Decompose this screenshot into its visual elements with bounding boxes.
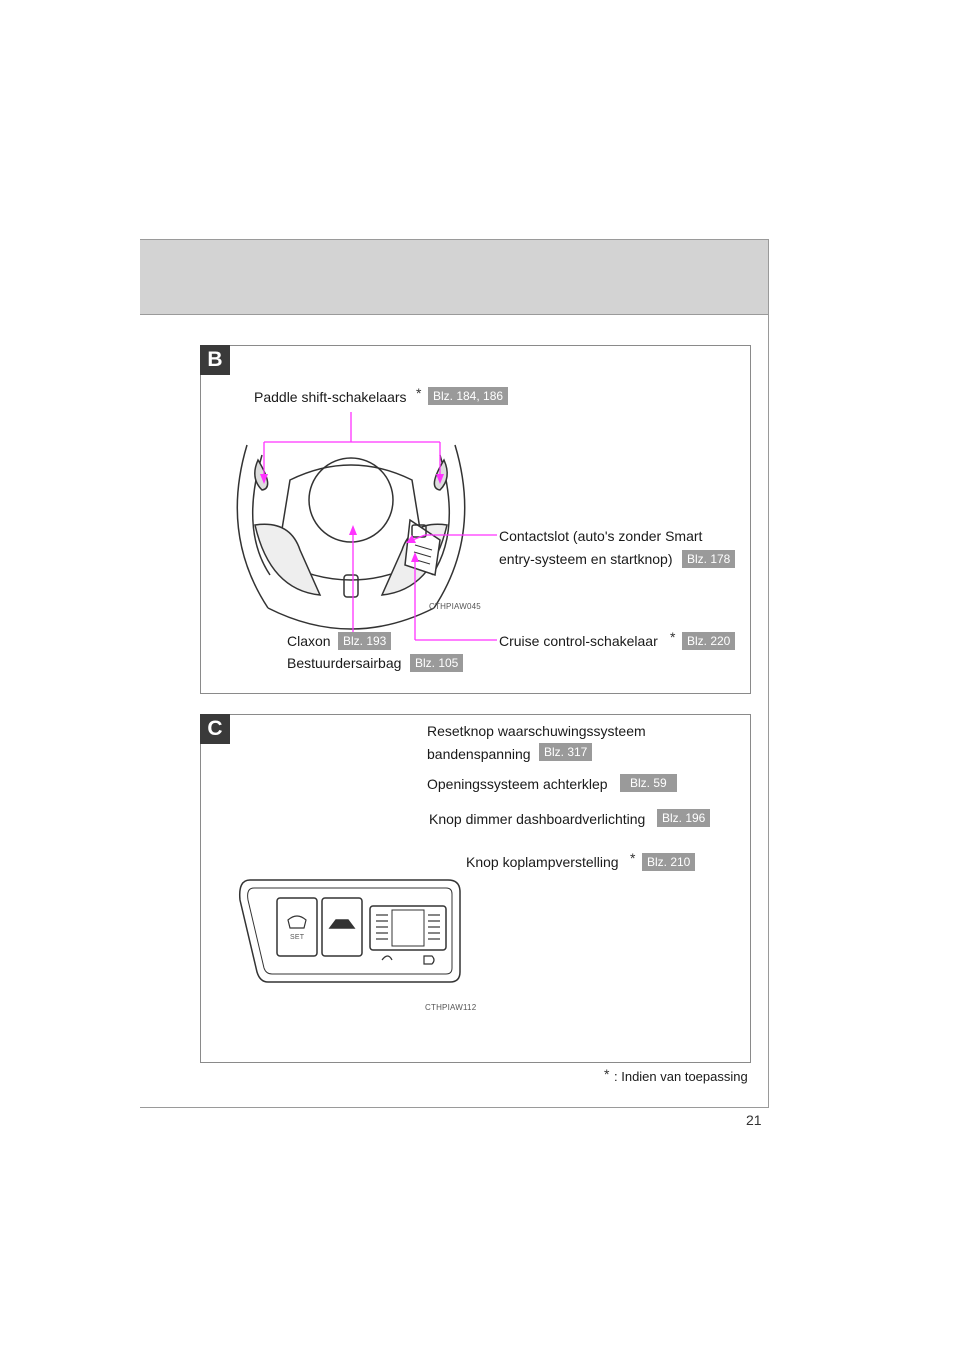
header-band <box>140 239 768 315</box>
page-number: 21 <box>746 1112 762 1128</box>
tpms-reset-label-line1: Resetknop waarschuwingssysteem <box>427 723 646 739</box>
section-b-tab: B <box>200 345 230 375</box>
horn-label: Claxon <box>287 633 331 649</box>
set-button-text: SET <box>290 934 305 941</box>
ignition-label-line2: entry-systeem en startknop) <box>499 551 673 567</box>
airbag-label: Bestuurdersairbag <box>287 655 402 671</box>
figure-code-c: CTHPIAW112 <box>425 1003 477 1012</box>
section-c-tab: C <box>200 714 230 744</box>
trunk-opener-label: Openingssysteem achterklep <box>427 776 608 792</box>
tpms-reset-label-line2: bandenspanning <box>427 746 531 762</box>
cruise-control-page-ref: Blz. 220 <box>682 632 736 650</box>
airbag-page-ref: Blz. 105 <box>410 654 464 672</box>
dimmer-page-ref: Blz. 196 <box>657 809 711 827</box>
footnote-text: : Indien van toepassing <box>614 1069 748 1084</box>
trunk-opener-page-ref: Blz. 59 <box>620 774 677 792</box>
horn-page-ref: Blz. 193 <box>338 632 392 650</box>
paddle-shift-label: Paddle shift-schakelaars <box>254 389 407 405</box>
cruise-control-label: Cruise control-schakelaar <box>499 633 658 649</box>
tpms-reset-page-ref: Blz. 317 <box>539 743 593 761</box>
ignition-page-ref: Blz. 178 <box>682 550 736 568</box>
asterisk-icon: * <box>416 385 422 401</box>
right-margin-rule <box>768 239 769 1107</box>
figure-code-b: CTHPIAW045 <box>429 602 481 611</box>
asterisk-icon: * <box>670 629 676 645</box>
bottom-rule <box>140 1107 769 1108</box>
headlamp-leveling-page-ref: Blz. 210 <box>642 853 696 871</box>
headlamp-leveling-label: Knop koplampverstelling <box>466 854 619 870</box>
ignition-label-line1: Contactslot (auto's zonder Smart <box>499 528 703 544</box>
dimmer-label: Knop dimmer dashboardverlichting <box>429 811 646 827</box>
asterisk-icon: * <box>604 1066 610 1082</box>
asterisk-icon: * <box>630 850 636 866</box>
paddle-shift-page-ref: Blz. 184, 186 <box>428 387 509 405</box>
